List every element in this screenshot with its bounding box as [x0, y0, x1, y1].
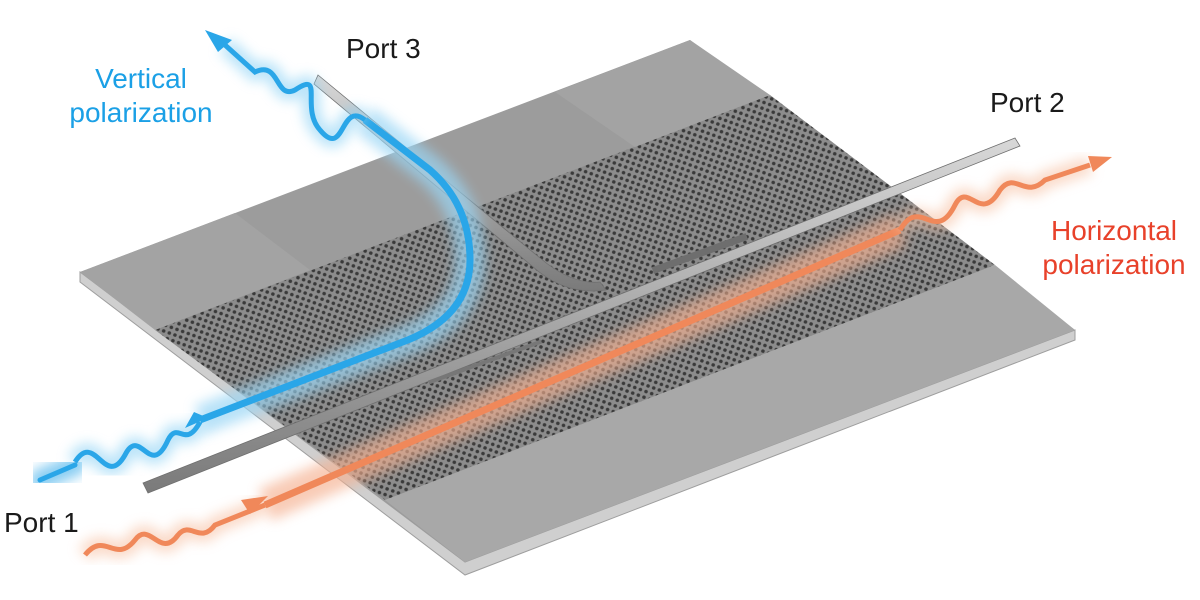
horizontal-beam-arrow-in	[241, 496, 268, 514]
horizontal-label-line2: polarization	[1042, 248, 1186, 280]
port-2-label: Port 2	[990, 87, 1065, 118]
pad-front	[385, 265, 1075, 562]
coupler-bar	[651, 233, 749, 274]
port-1-label: Port 1	[4, 507, 79, 538]
waveguides	[142, 74, 1021, 494]
horizontal-label-line1: Horizontal	[1050, 215, 1178, 246]
horizontal-beam-output-wave	[897, 162, 1091, 232]
vertical-label-line2: polarization	[69, 96, 213, 128]
branch-waveguide	[313, 74, 607, 292]
vertical-beam-output-wave	[223, 43, 367, 141]
vertical-beam-arrow-out	[205, 30, 232, 52]
horizontal-beam-arrow-out	[1088, 156, 1112, 172]
horizontal-beam	[77, 156, 1112, 562]
vertical-beam-arrow-in	[185, 412, 208, 428]
vertical-beam	[29, 30, 486, 491]
pad-left	[80, 213, 310, 330]
vertical-label-line1: Vertical	[95, 63, 187, 94]
pad-top	[555, 40, 770, 147]
coupler-line	[427, 339, 543, 385]
bus-waveguide	[142, 137, 1021, 494]
vertical-polarization-label: Vertical polarization	[52, 62, 230, 129]
port-3-label: Port 3	[346, 33, 421, 64]
horizontal-polarization-label: Horizontal polarization	[1030, 214, 1198, 281]
